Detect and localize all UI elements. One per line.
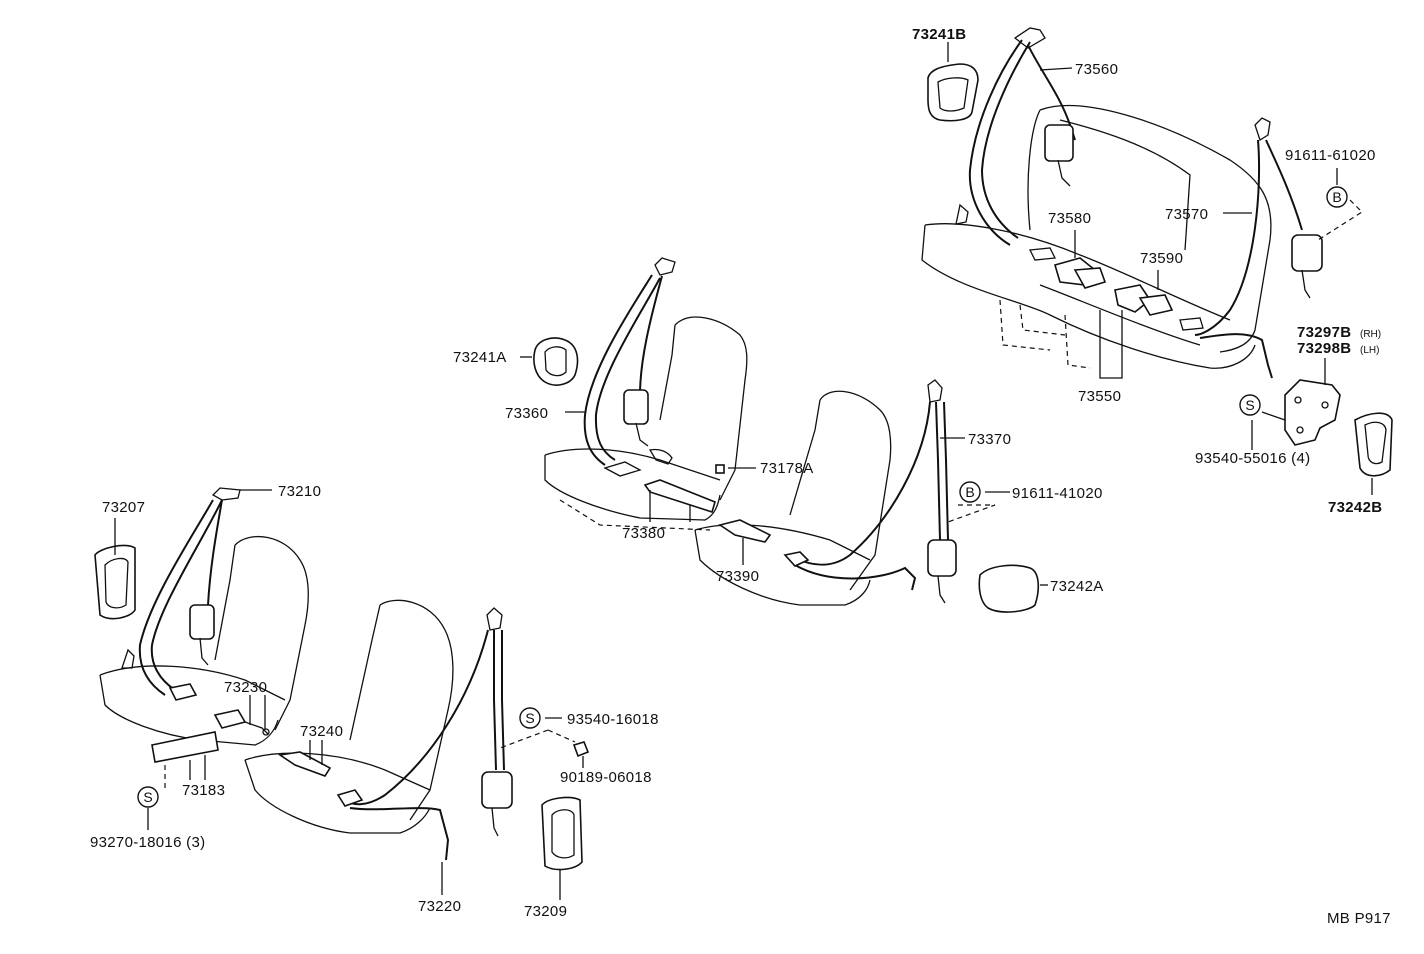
label-73210: 73210 bbox=[278, 483, 321, 500]
middle-right-seat bbox=[694, 390, 892, 606]
svg-text:B: B bbox=[965, 484, 974, 500]
marker-s-front-left: S bbox=[137, 786, 159, 808]
front-right-belt-assembly bbox=[336, 607, 513, 861]
front-right-seat bbox=[244, 599, 454, 834]
label-73241B: 73241B bbox=[912, 26, 966, 43]
label-73220: 73220 bbox=[418, 898, 461, 915]
part-73240-buckle bbox=[277, 751, 332, 777]
part-73241B-cover bbox=[927, 63, 979, 122]
label-73590: 73590 bbox=[1140, 250, 1183, 267]
marker-b-rear: B bbox=[1326, 186, 1348, 208]
label-73209: 73209 bbox=[524, 903, 567, 920]
svg-text:B: B bbox=[1332, 189, 1341, 205]
label-73297B: 73297B bbox=[1297, 324, 1351, 341]
label-73580: 73580 bbox=[1048, 210, 1091, 227]
label-73298B: 73298B bbox=[1297, 340, 1351, 357]
part-73178A-clip bbox=[715, 464, 725, 474]
label-73178A: 73178A bbox=[760, 460, 814, 477]
part-73297B-bracket bbox=[1284, 379, 1341, 446]
label-73297B-side: (RH) bbox=[1360, 329, 1381, 340]
label-91611-61020: 91611-61020 bbox=[1285, 147, 1376, 164]
label-73207: 73207 bbox=[102, 499, 145, 516]
label-73360: 73360 bbox=[505, 405, 548, 422]
label-73570: 73570 bbox=[1165, 206, 1208, 223]
label-73241A: 73241A bbox=[453, 349, 507, 366]
middle-left-belt-assembly bbox=[583, 257, 676, 466]
label-73550: 73550 bbox=[1078, 388, 1121, 405]
part-73230-buckle bbox=[213, 709, 270, 736]
marker-s-front-right: S bbox=[519, 707, 541, 729]
leader-lines bbox=[114, 42, 1373, 900]
label-73240: 73240 bbox=[300, 723, 343, 740]
marker-b-middle: B bbox=[959, 481, 981, 503]
svg-text:S: S bbox=[143, 789, 152, 805]
part-73209-cover bbox=[541, 796, 583, 871]
diagram-code: MB P917 bbox=[1327, 910, 1391, 927]
rear-bench-seat bbox=[921, 104, 1272, 369]
label-73242B: 73242B bbox=[1328, 499, 1382, 516]
label-73380: 73380 bbox=[622, 525, 665, 542]
front-left-belt-assembly bbox=[121, 487, 241, 701]
marker-s-rear: S bbox=[1239, 394, 1261, 416]
rear-center-buckles bbox=[1028, 247, 1204, 331]
rear-left-belt-assembly bbox=[955, 27, 1076, 246]
label-73560: 73560 bbox=[1075, 61, 1118, 78]
label-73390: 73390 bbox=[716, 568, 759, 585]
part-73207-cover bbox=[94, 544, 136, 620]
label-73230: 73230 bbox=[224, 679, 267, 696]
part-73380-buckle bbox=[603, 461, 716, 514]
label-93540-16018: 93540-16018 bbox=[567, 711, 659, 728]
label-90189-06018: 90189-06018 bbox=[560, 769, 652, 786]
svg-text:S: S bbox=[525, 710, 534, 726]
label-73183: 73183 bbox=[182, 782, 225, 799]
part-73183-plate bbox=[151, 731, 219, 763]
part-labels: 73241B 73560 91611-61020 73580 73570 735… bbox=[90, 26, 1391, 927]
label-73242A: 73242A bbox=[1050, 578, 1104, 595]
label-93540-55016: 93540-55016 (4) bbox=[1195, 450, 1310, 467]
part-73242A-cover bbox=[978, 564, 1040, 613]
label-91611-41020: 91611-41020 bbox=[1012, 485, 1103, 502]
rear-right-belt-assembly bbox=[1194, 117, 1323, 379]
middle-right-belt-assembly bbox=[783, 379, 957, 604]
part-73390-buckle bbox=[718, 519, 772, 543]
part-90189-06018-nut bbox=[572, 741, 590, 758]
part-73242B-cover bbox=[1354, 412, 1393, 477]
label-73370: 73370 bbox=[968, 431, 1011, 448]
label-73298B-side: (LH) bbox=[1360, 345, 1379, 356]
part-73241A-cover bbox=[533, 337, 579, 386]
label-93270-18016: 93270-18016 (3) bbox=[90, 834, 205, 851]
svg-text:S: S bbox=[1245, 397, 1254, 413]
